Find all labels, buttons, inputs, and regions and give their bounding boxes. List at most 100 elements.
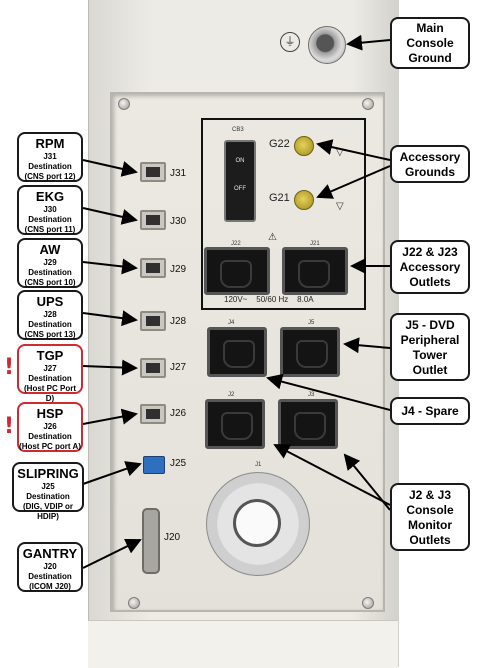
callout-line: Outlets	[409, 275, 451, 289]
screw-icon	[128, 597, 140, 609]
outlet-label-j3: J3	[308, 392, 315, 398]
breaker-label: CB3	[232, 127, 244, 133]
callout-jack: J25	[41, 482, 55, 491]
callout-jack: J28	[43, 310, 57, 319]
arrow-peripheral-outlet	[343, 337, 391, 354]
callout-destination: (Host PC Port D)	[24, 384, 76, 403]
breaker-off-label: OFF	[234, 186, 246, 192]
callout-hsp: HSP J26 Destination (Host PC port A)	[17, 402, 83, 452]
arrow-aw	[82, 258, 138, 275]
power-rating: 120V~ 50/60 Hz 8.0A	[224, 295, 314, 304]
rj45-jack-j29	[140, 258, 166, 278]
outlet-label-j22: J22	[231, 241, 241, 247]
callout-line: J2 & J3	[408, 488, 452, 502]
callout-title: GANTRY	[22, 546, 78, 561]
arrow-hsp	[82, 408, 138, 425]
callout-accessory-grounds: Accessory Grounds	[390, 145, 470, 183]
callout-line: Accessory	[399, 260, 461, 274]
callout-jack: J29	[43, 258, 57, 267]
callout-destination: (DIG, VDIP or HDIP)	[22, 502, 74, 521]
callout-title: RPM	[35, 136, 65, 151]
warning-mark-tgp: !	[4, 355, 15, 380]
arrow-tgp	[82, 359, 138, 376]
callout-title: HSP	[36, 406, 64, 421]
outlet-label-j2: J2	[228, 392, 235, 398]
arrow-monitor-j2	[273, 444, 391, 506]
arrow-main-ground	[346, 34, 391, 51]
inlet-socket	[233, 499, 281, 547]
ground-symbol-icon: ⏚	[280, 32, 300, 52]
jack-label-j31: J31	[170, 168, 187, 179]
arrow-spare	[266, 373, 391, 411]
callout-title: TGP	[36, 348, 64, 363]
callout-destination-label: Destination	[28, 432, 72, 441]
screw-icon	[362, 98, 374, 110]
callout-title: SLIPRING	[17, 466, 79, 481]
jack-label-j30: J30	[170, 216, 187, 227]
outlet-label-j21: J21	[310, 241, 320, 247]
callout-line: Peripheral	[400, 333, 460, 347]
outlet-j4	[207, 327, 267, 377]
outlet-j5	[280, 327, 340, 377]
callout-line: J4 - Spare	[401, 404, 459, 418]
accessory-ground-stud-g22	[294, 136, 314, 156]
rj45-jack-j27	[140, 358, 166, 378]
arrow-gantry	[82, 538, 142, 569]
callout-spare: J4 - Spare	[390, 397, 470, 425]
callout-jack: J27	[43, 364, 57, 373]
callout-line: Ground	[408, 51, 452, 65]
callout-line: J5 - DVD	[405, 318, 455, 332]
callout-destination: (ICOM J20)	[29, 582, 71, 591]
outlet-j2	[205, 399, 265, 449]
callout-destination-label: Destination	[28, 374, 72, 383]
arrow-slipring	[82, 461, 142, 485]
callout-destination-label: Destination	[28, 162, 72, 171]
callout-peripheral-tower-outlet: J5 - DVD Peripheral Tower Outlet	[390, 313, 470, 381]
arrow-rpm	[82, 159, 138, 177]
callout-line: Tower	[412, 348, 448, 362]
rj45-jack-j28	[140, 311, 166, 331]
arrow-ups	[82, 310, 138, 327]
ground-symbol-icon: ▽	[336, 201, 344, 212]
callout-destination: (CNS port 10)	[24, 278, 76, 287]
arrow-accessory-ground-g21	[316, 165, 391, 199]
accessory-ground-stud-g21	[294, 190, 314, 210]
jack-label-j26: J26	[170, 408, 187, 419]
screw-icon	[118, 98, 130, 110]
cabinet-base	[88, 620, 398, 668]
ground-label-g22: G22	[269, 138, 290, 150]
callout-tgp: TGP J27 Destination (Host PC Port D)	[17, 344, 83, 403]
callout-line: Grounds	[405, 165, 455, 179]
outlet-label-j5: J5	[308, 320, 315, 326]
warning-mark-hsp: !	[4, 414, 15, 439]
callout-jack: J26	[43, 422, 57, 431]
callout-destination-label: Destination	[28, 215, 72, 224]
callout-line: Outlet	[412, 363, 448, 377]
callout-destination: (Host PC port A)	[19, 442, 81, 451]
callout-jack: J30	[43, 205, 57, 214]
callout-gantry: GANTRY J20 Destination (ICOM J20)	[17, 542, 83, 592]
rj45-jack-j31	[140, 162, 166, 182]
arrow-monitor-j3	[343, 453, 391, 511]
callout-main-console-ground: Main Console Ground	[390, 17, 470, 69]
warning-triangle-icon: ⚠	[268, 232, 277, 243]
ground-symbol-icon: ▽	[336, 147, 344, 158]
jack-label-j28: J28	[170, 316, 187, 327]
outlet-j3	[278, 399, 338, 449]
main-ground-stud	[308, 26, 346, 64]
callout-slipring: SLIPRING J25 Destination (DIG, VDIP or H…	[12, 462, 84, 521]
callout-line: J22 & J23	[402, 245, 458, 259]
jack-label-j25: J25	[170, 458, 187, 469]
arrow-accessory-ground-g22	[316, 139, 391, 161]
callout-ekg: EKG J30 Destination (CNS port 11)	[17, 185, 83, 235]
callout-aw: AW J29 Destination (CNS port 10)	[17, 238, 83, 288]
callout-ups: UPS J28 Destination (CNS port 13)	[17, 290, 83, 340]
callout-title: UPS	[36, 294, 64, 309]
callout-line: Monitor	[408, 518, 452, 532]
dsub-connector-j20	[142, 508, 160, 574]
callout-line: Outlets	[409, 533, 451, 547]
rj45-jack-j26	[140, 404, 166, 424]
breaker-on-label: ON	[235, 158, 245, 164]
accessory-power-block	[201, 118, 366, 310]
